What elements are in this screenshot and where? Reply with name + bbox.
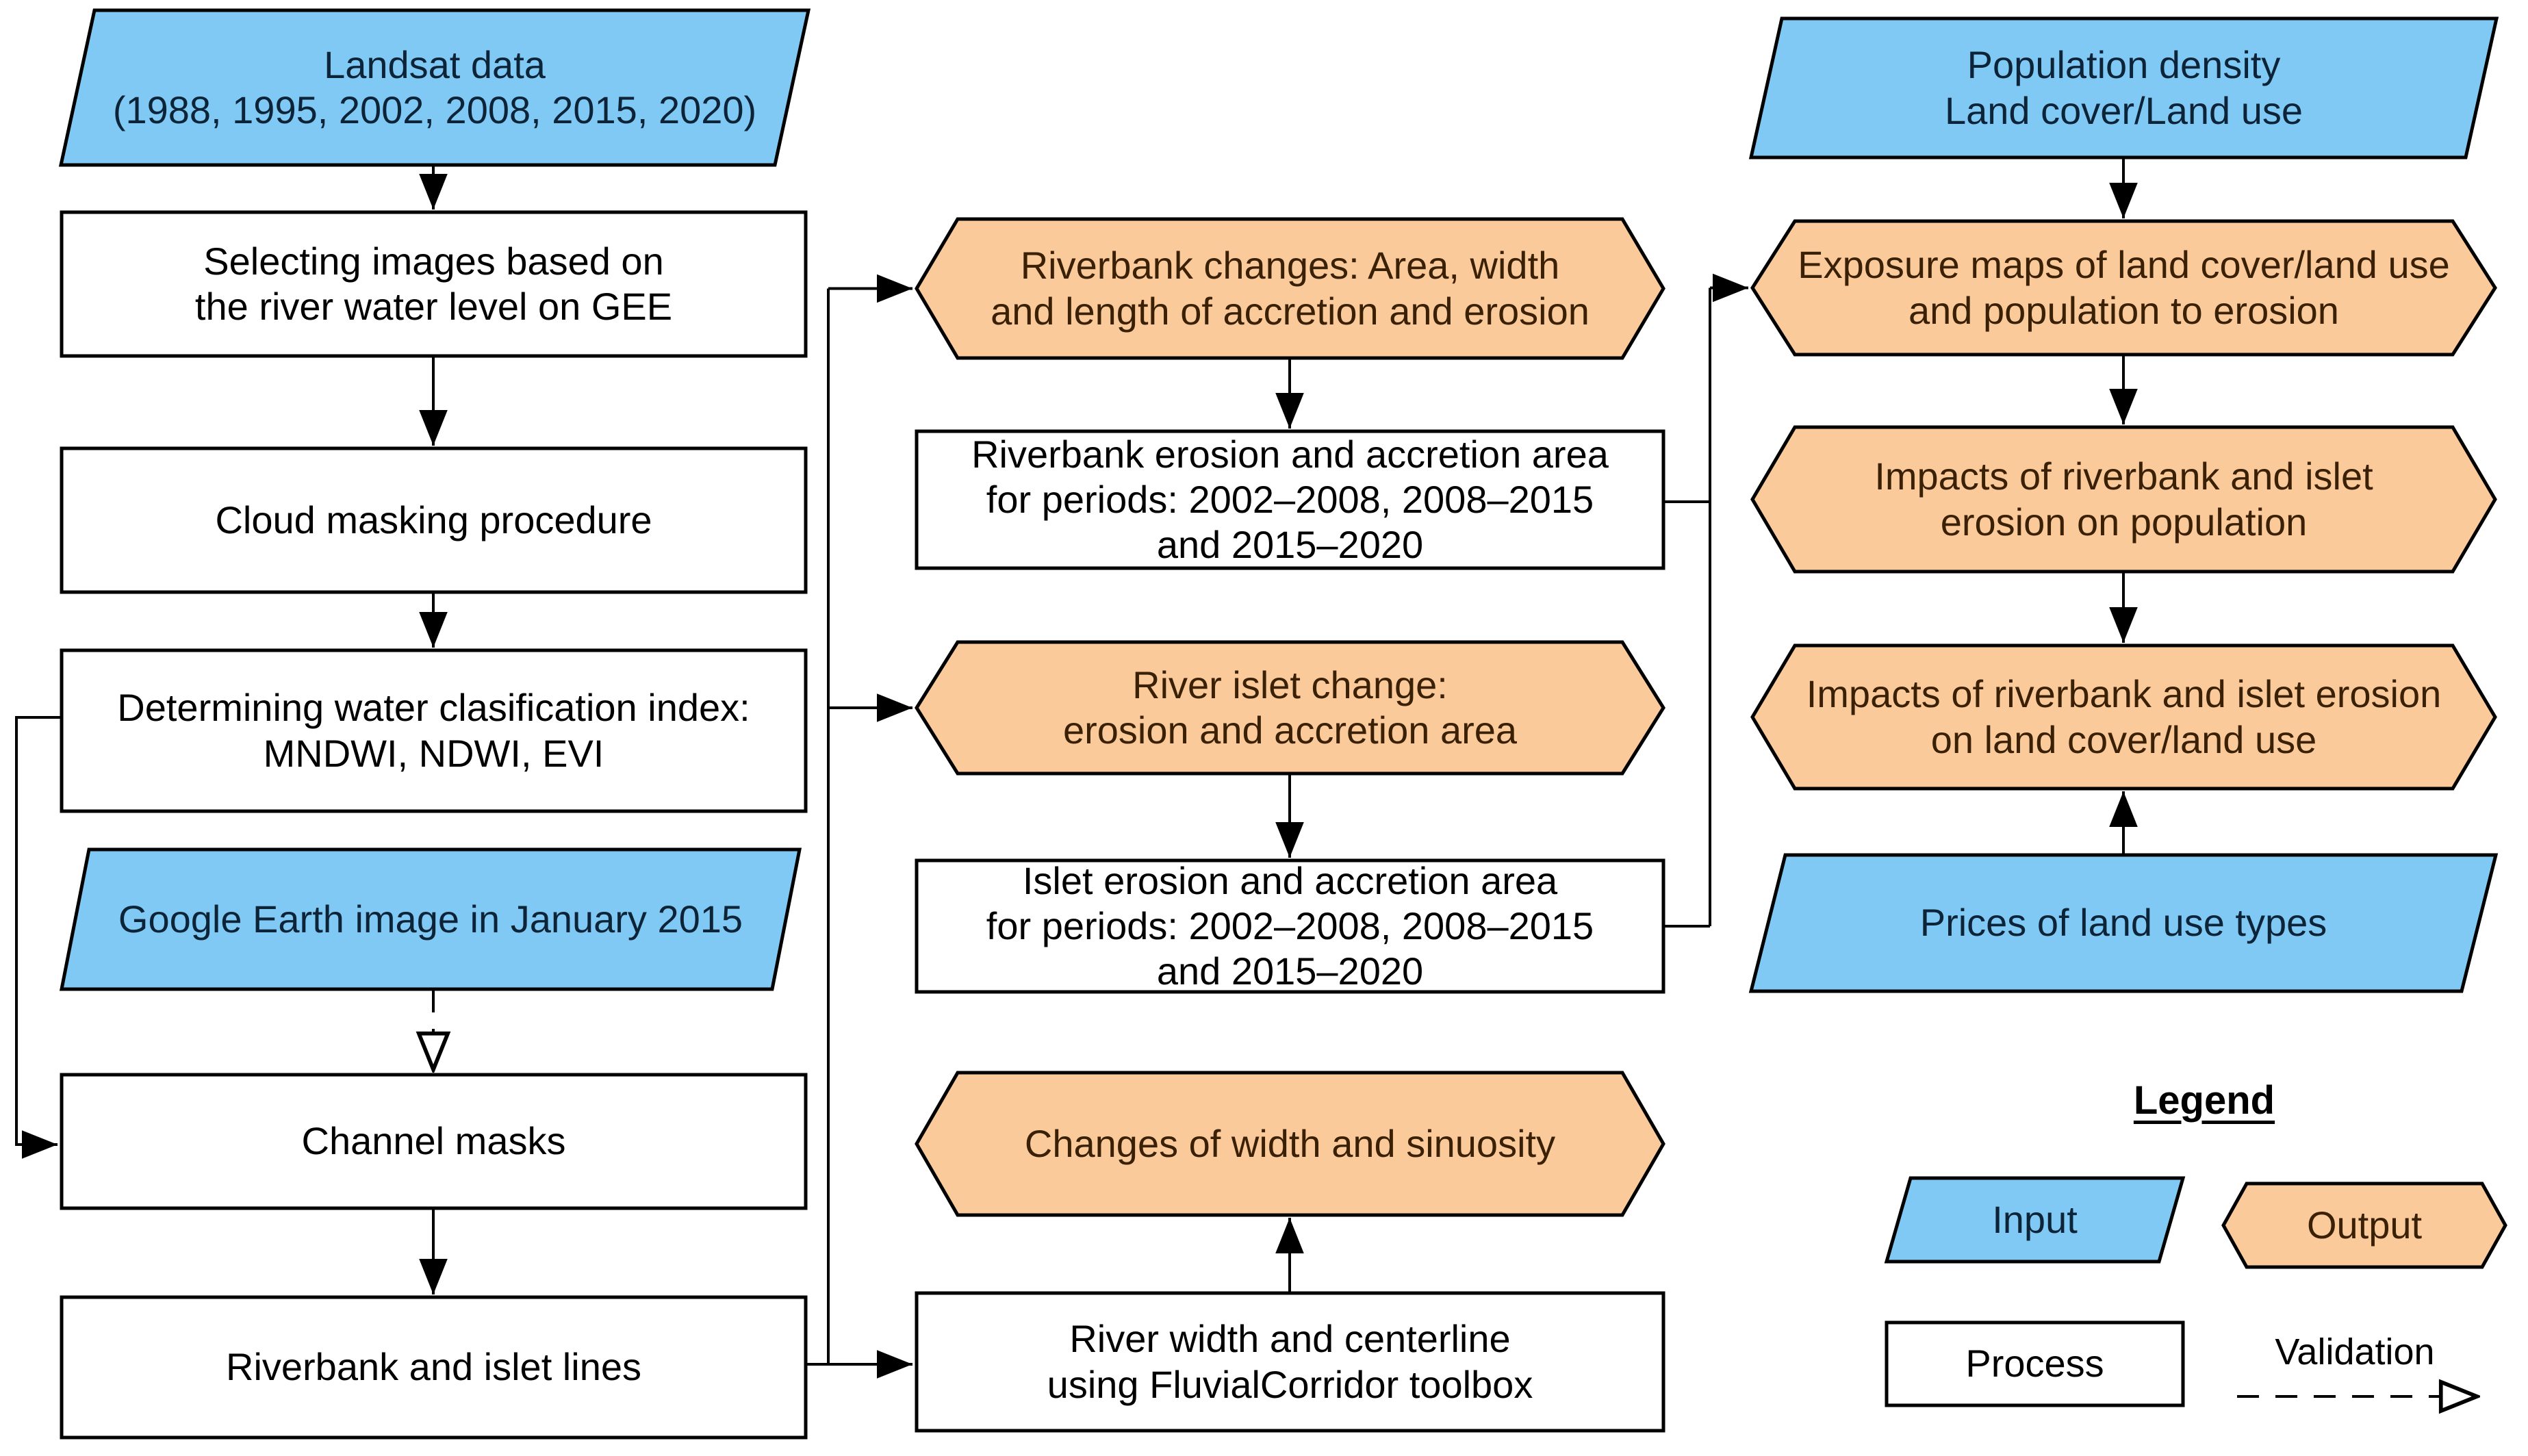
width-sinuosity-output-shape bbox=[915, 1071, 1665, 1217]
selecting-process-shape bbox=[60, 210, 808, 358]
arrow-determining-channel-loop bbox=[15, 716, 62, 1159]
islet-change-output-shape bbox=[915, 640, 1665, 776]
riverbank-lines-process-shape bbox=[60, 1295, 808, 1440]
google-earth-input-shape bbox=[59, 847, 802, 991]
channel-process-shape bbox=[60, 1073, 808, 1210]
exposure-output-shape bbox=[1750, 219, 2497, 357]
impacts-population-output-shape bbox=[1750, 425, 2497, 574]
landsat-input-shape bbox=[58, 8, 811, 167]
legend-validation-label: Validation bbox=[2275, 1331, 2435, 1372]
legend-input-shape bbox=[1884, 1176, 2186, 1264]
islet-area-process-shape bbox=[915, 858, 1665, 994]
impacts-landcover-output-shape bbox=[1750, 643, 2497, 791]
prices-input-shape bbox=[1748, 853, 2499, 993]
population-input-shape bbox=[1748, 16, 2499, 159]
cloud-process-shape bbox=[60, 446, 808, 594]
legend-title: Legend bbox=[2133, 1077, 2275, 1123]
riverbank-area-process-shape bbox=[915, 429, 1665, 570]
legend-process-shape bbox=[1885, 1320, 2185, 1407]
determining-process-shape bbox=[60, 648, 808, 813]
river-width-process-shape bbox=[915, 1291, 1665, 1433]
legend-output-shape bbox=[2221, 1182, 2507, 1269]
riverbank-changes-output-shape bbox=[915, 217, 1665, 360]
